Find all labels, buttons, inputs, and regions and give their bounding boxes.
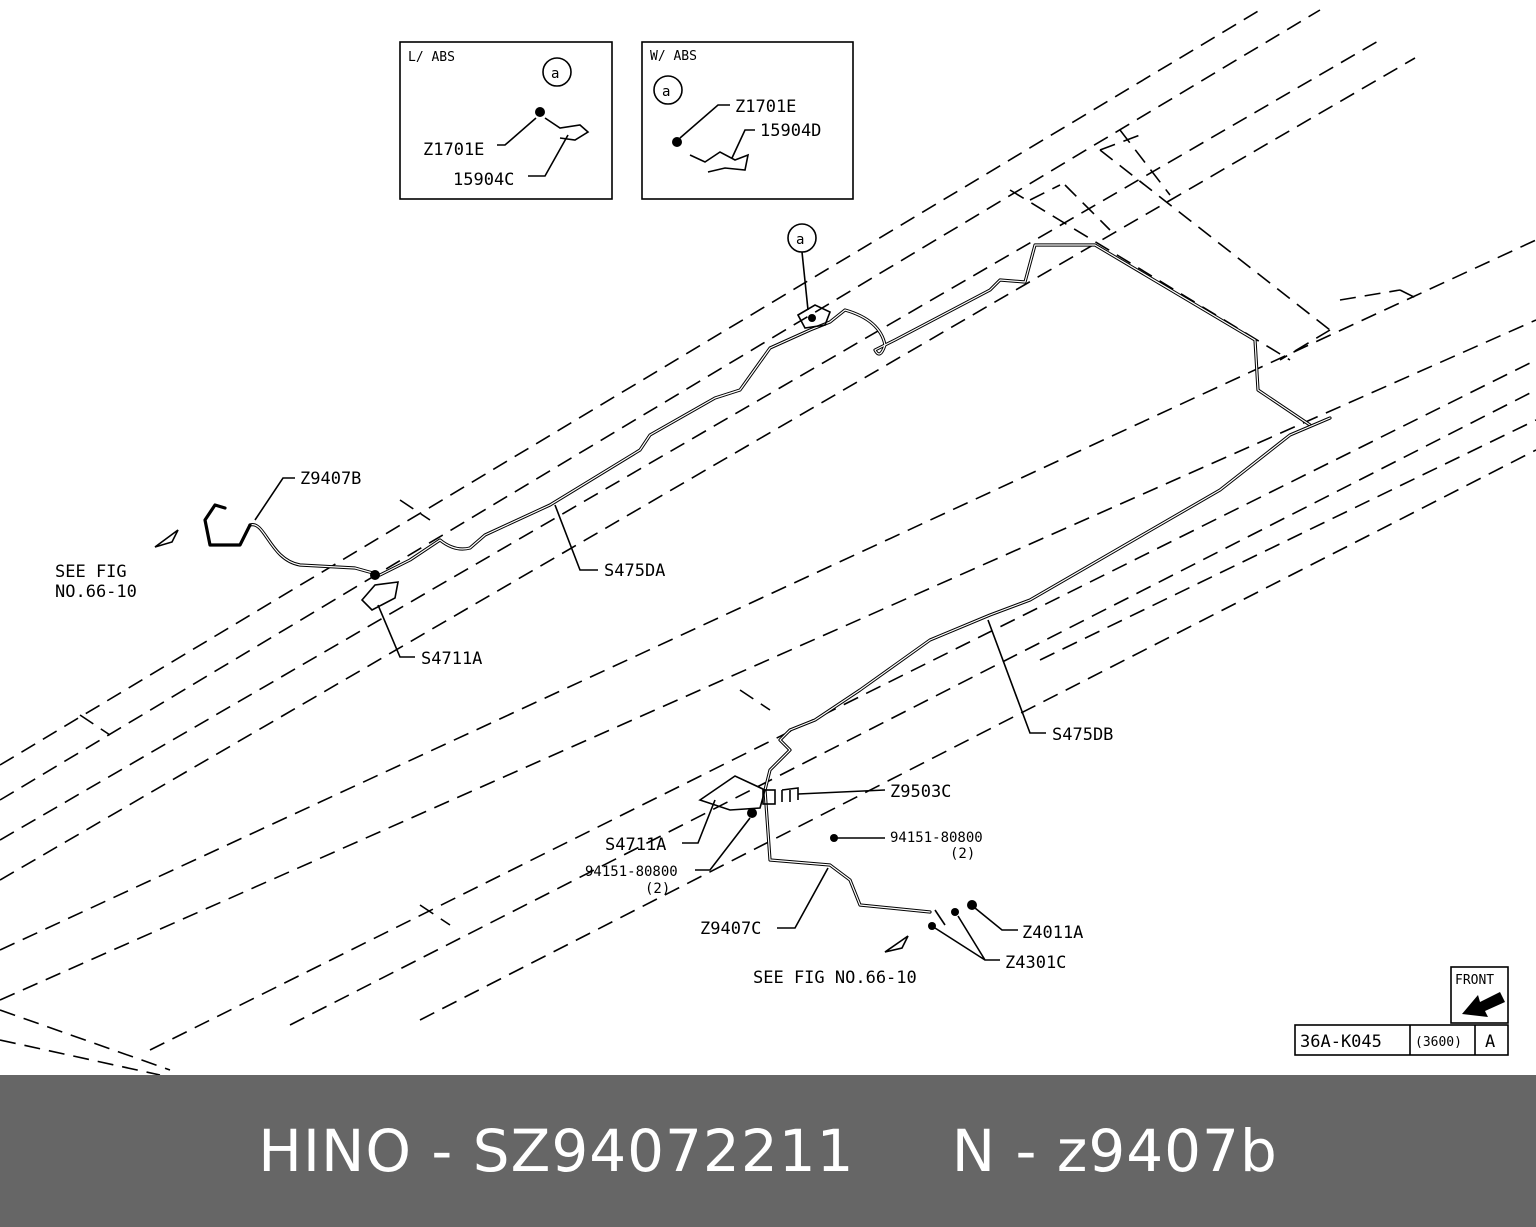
inset-w-abs: W/ ABS a Z1701E 15904D [641,41,854,200]
svg-text:FRONT: FRONT [1455,973,1494,988]
frame-rails [0,9,1536,1075]
bracket-s4711a-lower [698,775,799,818]
inset-w-abs-title: W/ ABS [650,49,697,64]
label-z4011a: Z4011A [974,907,1083,943]
junction-block [796,304,832,329]
svg-text:Z9407C: Z9407C [700,919,761,939]
svg-text:36A-K045: 36A-K045 [1300,1032,1382,1052]
svg-text:(3600): (3600) [1415,1035,1462,1050]
label-bolt-right: 94151-80800 (2) [836,830,983,862]
inset-l-abs-title: L/ ABS [408,50,455,65]
brake-pipe-s475da [203,243,1312,577]
svg-text:a: a [796,232,804,248]
label-15904d: 15904D [760,121,821,141]
svg-text:S475DB: S475DB [1052,725,1113,745]
see-fig-upper: SEE FIG NO.66-10 [55,529,179,602]
label-bolt-left: 94151-80800 (2) [585,817,751,897]
svg-text:NO.66-10: NO.66-10 [55,582,137,602]
front-indicator: FRONT [1450,966,1509,1024]
label-s475db: S475DB [987,619,1113,745]
label-z9503c: Z9503C [797,782,951,802]
label-s475da: S475DA [554,504,665,581]
label-s4711a-lower: S4711A [605,799,716,855]
caption-bar: HINO - SZ94072211 N - z9407b [0,1075,1536,1227]
svg-text:Z9503C: Z9503C [890,782,951,802]
svg-text:SEE FIG NO.66-10: SEE FIG NO.66-10 [753,968,917,988]
front-arrow-icon [1462,992,1505,1017]
svg-text:94151-80800: 94151-80800 [890,830,983,846]
svg-text:Z4301C: Z4301C [1005,953,1066,973]
label-z9407b: Z9407B [254,469,361,521]
brake-pipe-s475db [763,416,1332,914]
callout-a-left: a [551,66,559,82]
inset-l-abs: L/ ABS a Z1701E 15904C [399,41,613,200]
svg-text:94151-80800: 94151-80800 [585,864,678,880]
part-number-caption: HINO - SZ94072211 N - z9407b [258,1117,1278,1185]
hose-fittings-lower [830,834,977,930]
svg-text:A: A [1485,1032,1495,1052]
label-s4711a-upper: S4711A [377,604,482,669]
label-z4301c: Z4301C [934,915,1066,973]
label-z1701e-left: Z1701E [423,140,484,160]
callout-a-main: a [787,223,817,311]
svg-text:Z4011A: Z4011A [1022,923,1083,943]
see-fig-lower: SEE FIG NO.66-10 [753,935,917,988]
label-15904c: 15904C [453,170,514,190]
label-z1701e-right: Z1701E [735,97,796,117]
svg-text:(2): (2) [645,881,670,897]
svg-text:S4711A: S4711A [605,835,666,855]
bracket-s4711a-upper [360,570,399,611]
svg-text:Z9407B: Z9407B [300,469,361,489]
svg-text:S475DA: S475DA [604,561,665,581]
callout-a-right: a [662,84,670,100]
svg-text:SEE FIG: SEE FIG [55,562,127,582]
label-z9407c: Z9407C [700,867,829,939]
svg-text:S4711A: S4711A [421,649,482,669]
svg-text:(2): (2) [950,846,975,862]
parts-diagram: L/ ABS a Z1701E 15904C W/ ABS a Z1701E 1… [0,9,1536,1075]
reference-box: 36A-K045 (3600) A [1294,1024,1509,1056]
